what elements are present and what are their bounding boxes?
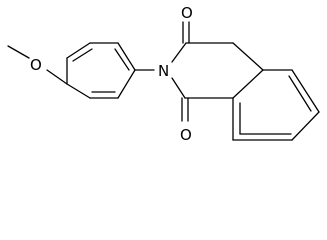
atom-o-top: O <box>181 4 193 22</box>
bond-ring-a-5 <box>117 69 136 99</box>
atom-o-methoxy: O <box>30 56 42 74</box>
bond-ring-a-2 <box>66 42 91 59</box>
bond-ring-a-7 <box>66 83 91 99</box>
bond-ring-a-double-1 <box>72 48 93 62</box>
bond-ring-a-4 <box>117 42 136 71</box>
bond-c4a-c8a <box>232 69 264 99</box>
bond-n-c3 <box>171 42 187 63</box>
bond-ring-b-double-1 <box>288 75 312 112</box>
bond-c1-n <box>171 77 186 99</box>
molecule-svg: O N O O <box>7 4 320 144</box>
atom-o-bottom: O <box>180 126 192 144</box>
molecule-structure-canvas: O N O O <box>7 4 320 144</box>
bond-ring-b-3 <box>291 111 320 141</box>
bond-c4-c4a <box>232 42 264 71</box>
bond-methyl-o <box>7 45 30 59</box>
bond-ring-a-double-2 <box>114 48 130 71</box>
bond-o-aryl <box>46 69 68 85</box>
atom-n: N <box>158 62 169 80</box>
bond-ring-b-2 <box>291 69 320 113</box>
